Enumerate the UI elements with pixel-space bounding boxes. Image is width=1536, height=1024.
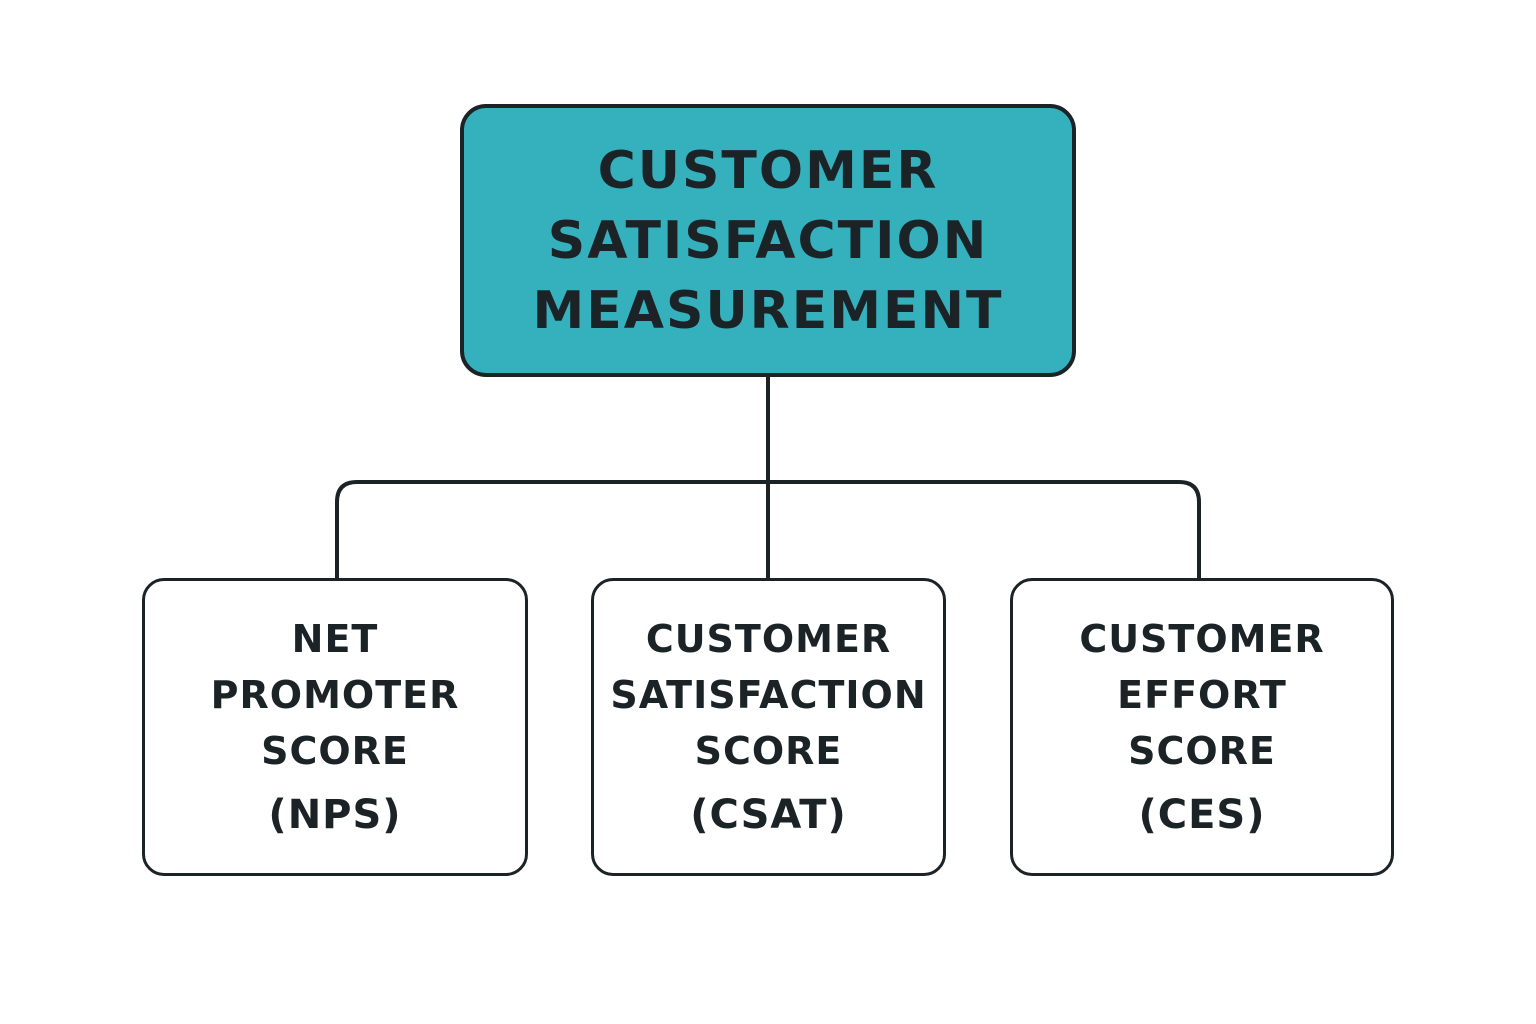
root-line-1: CUSTOMER xyxy=(597,140,939,201)
node-nps: NET PROMOTER SCORE (NPS) xyxy=(142,578,528,876)
node-nps-line-2: PROMOTER xyxy=(210,673,460,717)
root-line-3: MEASUREMENT xyxy=(532,280,1004,341)
node-nps-abbr: (NPS) xyxy=(268,792,402,838)
node-ces-line-2: EFFORT xyxy=(1117,673,1287,717)
node-csat-abbr: (CSAT) xyxy=(690,792,847,838)
root-node: CUSTOMER SATISFACTION MEASUREMENT xyxy=(460,104,1076,377)
node-ces-line-1: CUSTOMER xyxy=(1079,617,1325,661)
edge-root-to-nps xyxy=(335,480,768,578)
node-csat-line-2: SATISFACTION xyxy=(610,673,927,717)
edge-root-to-ces xyxy=(768,480,1201,578)
node-nps-line-3: SCORE xyxy=(261,729,409,773)
node-csat-line-3: SCORE xyxy=(694,729,843,773)
node-ces: CUSTOMER EFFORT SCORE (CES) xyxy=(1010,578,1394,876)
root-line-2: SATISFACTION xyxy=(547,210,989,271)
node-csat-line-1: CUSTOMER xyxy=(645,617,892,661)
node-csat: CUSTOMER SATISFACTION SCORE (CSAT) xyxy=(591,578,946,876)
node-nps-line-1: NET xyxy=(291,617,379,661)
node-ces-line-3: SCORE xyxy=(1128,729,1276,773)
node-ces-abbr: (CES) xyxy=(1138,792,1266,838)
